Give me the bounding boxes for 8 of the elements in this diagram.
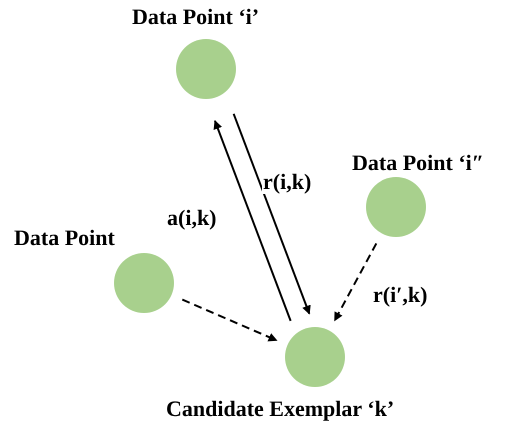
arrow xyxy=(214,120,292,322)
node-label: Data Point ‘i″ xyxy=(352,150,484,176)
node-label: Data Point xyxy=(14,225,115,251)
node-label: Data Point ‘i’ xyxy=(132,4,260,30)
node-label: Candidate Exemplar ‘k’ xyxy=(166,396,394,422)
arrow xyxy=(232,113,311,315)
dashed-arrow xyxy=(334,242,378,322)
dashed-arrow xyxy=(182,298,278,342)
